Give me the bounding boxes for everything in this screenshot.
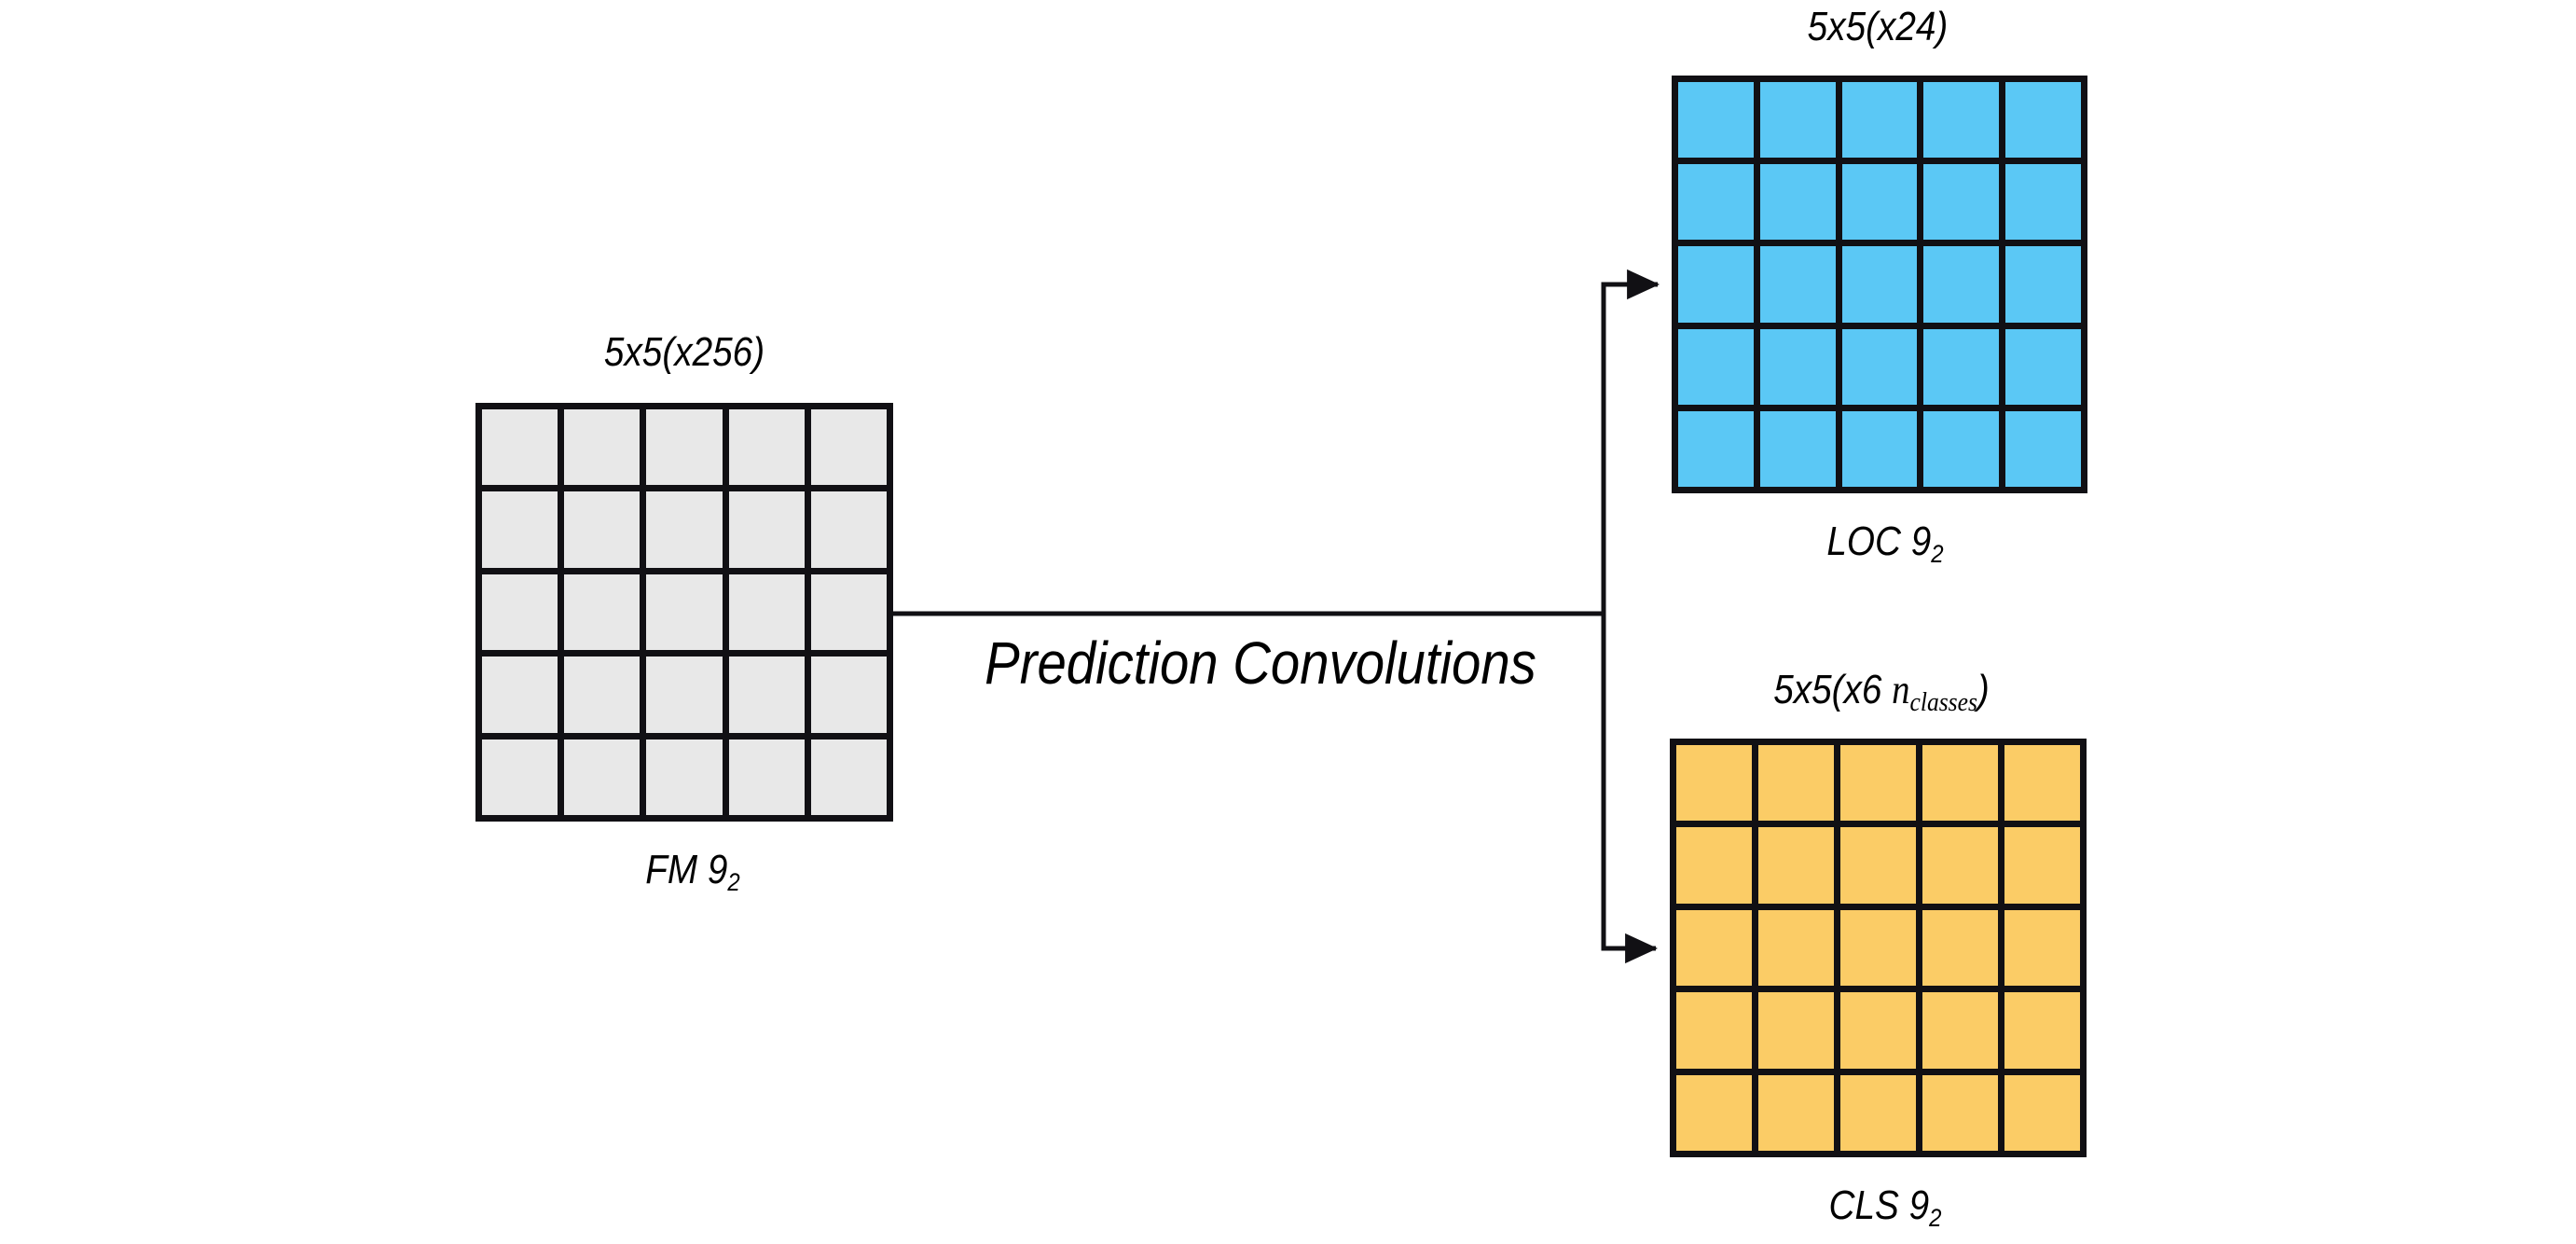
grid-cell — [2004, 909, 2080, 987]
grid-cell — [1922, 745, 1998, 822]
grid-cell — [1841, 410, 1918, 487]
connector-to-localization — [1601, 269, 1660, 614]
grid-cell — [1678, 246, 1754, 323]
classification-name-label: CLS 92 — [1829, 1182, 1942, 1233]
grid-cell — [810, 491, 887, 568]
grid-cell — [728, 657, 805, 733]
grid-cell — [482, 409, 558, 486]
grid-cell — [2004, 1074, 2080, 1151]
grid-cell — [1840, 745, 1916, 822]
grid-cell — [2005, 164, 2081, 241]
grid-cell — [482, 491, 558, 568]
grid-cell — [646, 657, 723, 733]
connector-to-classification — [1601, 614, 1659, 964]
grid-cell — [1678, 164, 1754, 241]
feature-map-shape-label: 5x5(x256) — [603, 329, 765, 375]
grid-cell — [1923, 328, 2000, 405]
grid-cell — [1841, 164, 1918, 241]
grid-cell — [2005, 328, 2081, 405]
grid-cell — [1840, 909, 1916, 987]
grid-cell — [728, 574, 805, 651]
grid-cell — [1841, 82, 1918, 159]
grid-cell — [1676, 909, 1752, 987]
prediction-convolutions-label: Prediction Convolutions — [985, 629, 1536, 697]
grid-cell — [1678, 410, 1754, 487]
classification-shape-suffix: ) — [1977, 667, 1990, 712]
grid-cell — [1841, 328, 1918, 405]
grid-cell — [1676, 827, 1752, 904]
grid-cell — [1758, 827, 1834, 904]
grid-cell — [1923, 246, 2000, 323]
grid-cell — [1841, 246, 1918, 323]
grid-cell — [1840, 827, 1916, 904]
classification-name-text: CLS 9 — [1828, 1182, 1930, 1228]
feature-map-name-text: FM 9 — [645, 847, 728, 892]
classification-name-subscript: 2 — [1929, 1203, 1942, 1233]
grid-cell — [1922, 992, 1998, 1069]
grid-cell — [2005, 410, 2081, 487]
grid-cell — [482, 574, 558, 651]
grid-cell — [728, 409, 805, 486]
classification-shape-math-subscript: classes — [1909, 687, 1977, 718]
grid-cell — [810, 574, 887, 651]
feature-map-name-subscript: 2 — [727, 867, 740, 897]
grid-cell — [564, 739, 641, 815]
feature-map-name-label: FM 92 — [645, 847, 740, 897]
grid-cell — [1923, 164, 2000, 241]
grid-cell — [1759, 328, 1836, 405]
grid-cell — [1922, 827, 1998, 904]
grid-cell — [1759, 410, 1836, 487]
grid-cell — [564, 574, 641, 651]
grid-cell — [728, 491, 805, 568]
grid-cell — [2004, 745, 2080, 822]
grid-cell — [810, 739, 887, 815]
grid-cell — [646, 739, 723, 815]
grid-cell — [2004, 992, 2080, 1069]
grid-cell — [646, 574, 723, 651]
classification-shape-math-var: n — [1892, 667, 1910, 712]
grid-cell — [1758, 745, 1834, 822]
grid-cell — [2005, 246, 2081, 323]
grid-cell — [1676, 1074, 1752, 1151]
classification-shape-prefix: 5x5(x6 — [1773, 667, 1893, 712]
localization-shape-label: 5x5(x24) — [1807, 4, 1949, 49]
grid-cell — [1678, 328, 1754, 405]
classification-shape-label: 5x5(x6 nclasses) — [1773, 666, 1990, 718]
grid-cell — [646, 491, 723, 568]
grid-cell — [728, 739, 805, 815]
grid-cell — [564, 491, 641, 568]
grid-cell — [564, 409, 641, 486]
grid-cell — [1923, 410, 2000, 487]
localization-name-subscript: 2 — [1931, 539, 1944, 569]
grid-cell — [1676, 745, 1752, 822]
grid-cell — [1923, 82, 2000, 159]
grid-cell — [482, 739, 558, 815]
grid-cell — [482, 657, 558, 733]
grid-cell — [2004, 827, 2080, 904]
localization-name-label: LOC 92 — [1826, 518, 1943, 569]
grid-cell — [1759, 164, 1836, 241]
grid-cell — [1758, 992, 1834, 1069]
localization-name-text: LOC 9 — [1826, 518, 1932, 564]
grid-cell — [1676, 992, 1752, 1069]
grid-cell — [810, 657, 887, 733]
grid-cell — [1678, 82, 1754, 159]
grid-cell — [1840, 1074, 1916, 1151]
grid-cell — [646, 409, 723, 486]
grid-cell — [810, 409, 887, 486]
grid-cell — [1759, 82, 1836, 159]
classification-grid — [1670, 739, 2087, 1157]
grid-cell — [1759, 246, 1836, 323]
grid-cell — [1758, 909, 1834, 987]
grid-cell — [1922, 1074, 1998, 1151]
classification-shape-math: nclasses — [1892, 667, 1977, 717]
grid-cell — [1758, 1074, 1834, 1151]
grid-cell — [1840, 992, 1916, 1069]
feature-map-grid — [475, 403, 893, 822]
grid-cell — [1922, 909, 1998, 987]
localization-grid — [1672, 76, 2087, 493]
grid-cell — [564, 657, 641, 733]
grid-cell — [2005, 82, 2081, 159]
